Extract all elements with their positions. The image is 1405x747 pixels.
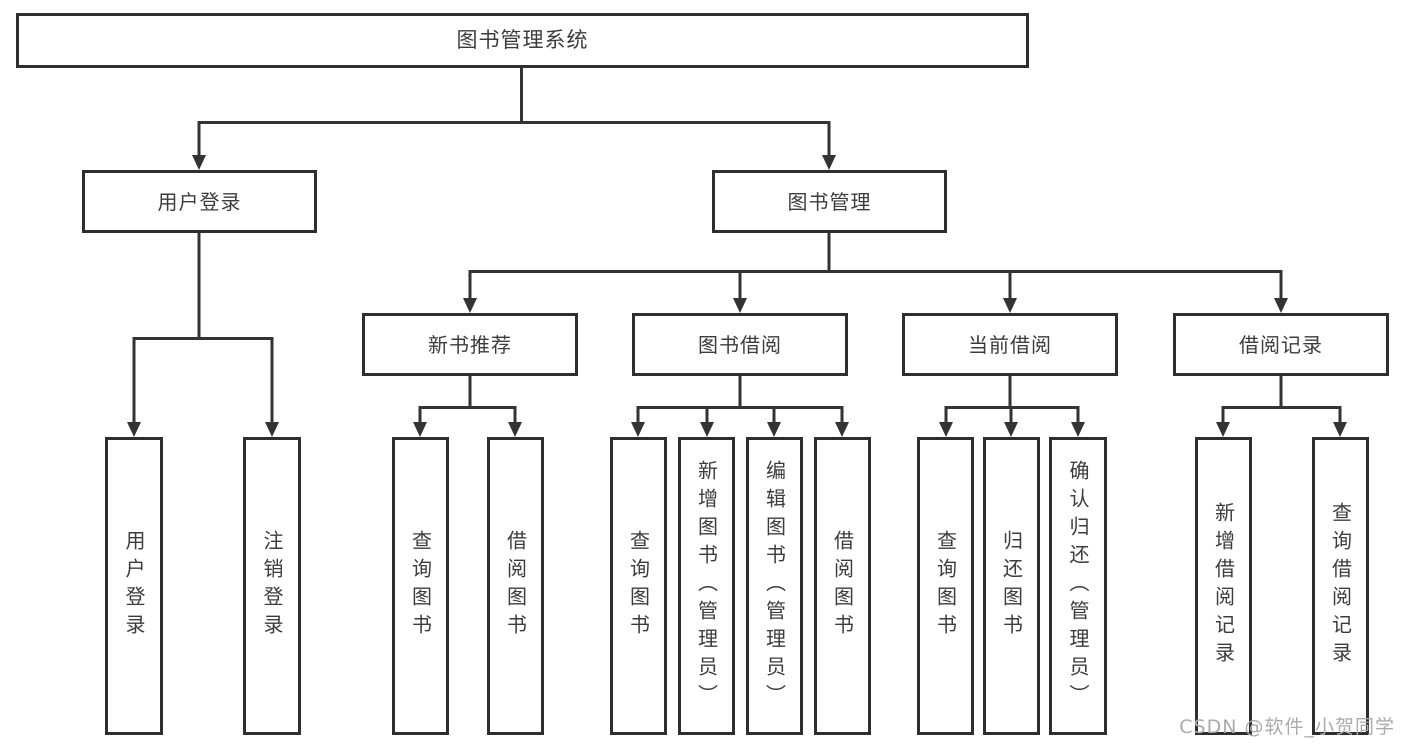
leaf-edit-book-admin: 编辑图书（管理员） xyxy=(746,437,803,735)
leaf-borrow-books-recommend: 借阅图书 xyxy=(487,437,544,735)
csdn-watermark: CSDN @软件_小贺同学 xyxy=(1179,716,1395,738)
node-user-login: 用户登录 xyxy=(82,170,317,233)
leaf-query-books-current: 查询图书 xyxy=(917,437,974,735)
node-library-management-system: 图书管理系统 xyxy=(16,13,1029,68)
leaf-return-books: 归还图书 xyxy=(983,437,1040,735)
leaf-borrow-books: 借阅图书 xyxy=(814,437,871,735)
leaf-confirm-return-admin: 确认归还（管理员） xyxy=(1049,437,1107,735)
leaf-query-books-recommend: 查询图书 xyxy=(392,437,449,735)
node-borrowing-records: 借阅记录 xyxy=(1173,313,1389,376)
leaf-user-login: 用户登录 xyxy=(105,437,163,735)
node-book-management: 图书管理 xyxy=(712,170,947,233)
leaf-query-borrow-record: 查询借阅记录 xyxy=(1312,437,1369,735)
leaf-add-borrow-record: 新增借阅记录 xyxy=(1195,437,1252,735)
node-new-book-recommendation: 新书推荐 xyxy=(362,313,578,376)
leaf-add-book-admin: 新增图书（管理员） xyxy=(678,437,735,735)
node-current-borrowing: 当前借阅 xyxy=(902,313,1118,376)
leaf-query-books-borrowing: 查询图书 xyxy=(610,437,667,735)
leaf-logout: 注销登录 xyxy=(243,437,301,735)
node-book-borrowing: 图书借阅 xyxy=(632,313,848,376)
